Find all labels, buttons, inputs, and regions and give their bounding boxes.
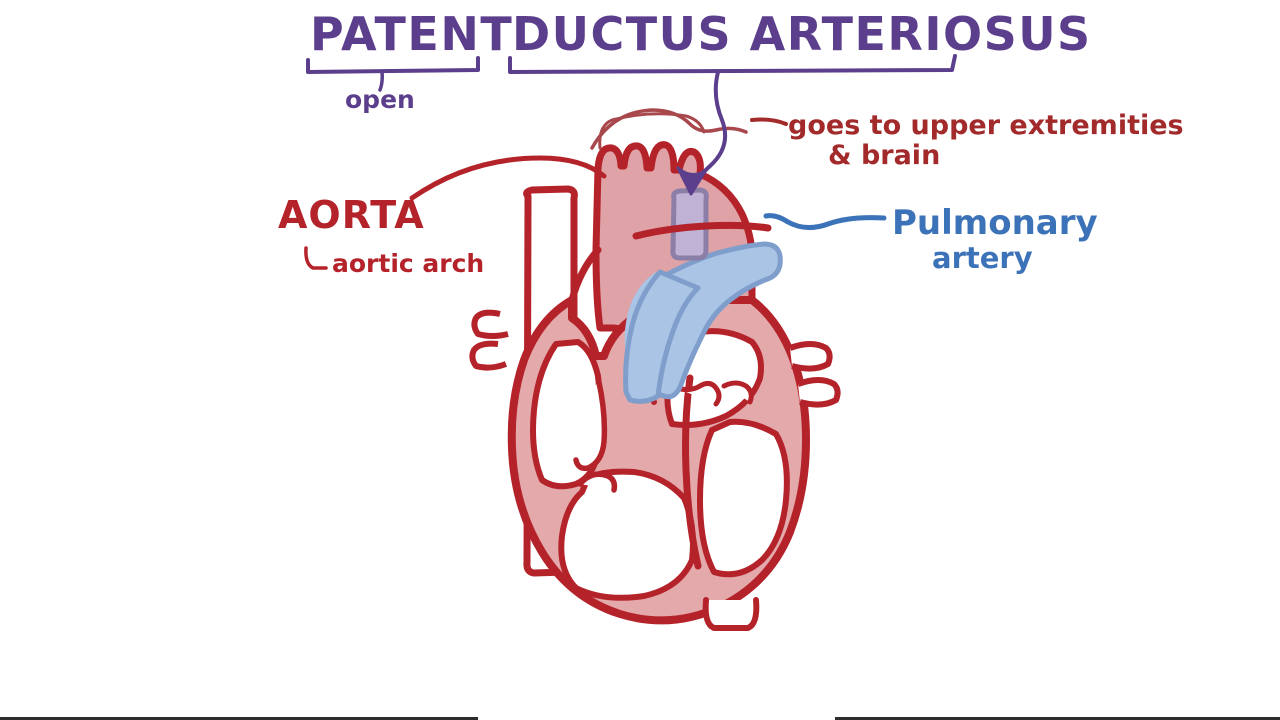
aorta-sub-bracket	[304, 246, 328, 270]
pulmonary-label-line-2: artery	[932, 241, 1033, 275]
ductus-underline-bracket	[508, 54, 957, 74]
destination-leader-line	[750, 117, 788, 126]
arch-branches-bracket	[598, 112, 706, 150]
tricuspid-valve-leaflet-2	[721, 380, 754, 405]
aorta-leader-line	[409, 155, 607, 201]
title-group: PATENT DUCTUS ARTERIOSUS open	[306, 7, 1092, 196]
tricuspid-valve-leaflet	[673, 380, 722, 407]
destination-note-line-2: & brain	[828, 140, 940, 171]
pulmonary-leader-line	[763, 213, 887, 230]
pulmonary-artery-descending-limb	[623, 269, 701, 404]
left-ventricle-chamber	[558, 468, 696, 601]
ductus-arrowhead-icon	[676, 166, 708, 196]
patent-bracket-tick	[378, 70, 384, 92]
left-vein-stubs	[469, 309, 509, 371]
pulmonary-veins	[788, 341, 841, 408]
aorta-label-group: AORTA aortic arch	[278, 155, 607, 278]
title-word-ductus-arteriosus: DUCTUS ARTERIOSUS	[512, 7, 1092, 61]
heart-anatomy-group	[469, 108, 841, 631]
progress-bar-right[interactable]	[835, 717, 1280, 720]
aorta-front-edge	[632, 221, 772, 240]
title-word-patent: PATENT	[310, 7, 513, 61]
mitral-valve-leaflet-2	[577, 471, 618, 493]
inferior-vena-cava	[702, 597, 760, 631]
interventricular-septum	[682, 374, 702, 570]
destination-note-group: goes to upper extremities & brain	[750, 110, 1184, 171]
mitral-valve-leaflet	[573, 375, 608, 472]
destination-note-line-1: goes to upper extremities	[788, 110, 1184, 141]
title-sub-label-open: open	[345, 85, 415, 114]
descending-aorta	[568, 246, 602, 304]
pulmonary-label-line-1: Pulmonary	[892, 203, 1098, 243]
pulmonary-trunk	[624, 272, 664, 390]
progress-bar-left[interactable]	[0, 717, 478, 720]
patent-underline-bracket	[306, 56, 480, 74]
pulmonary-label-group: Pulmonary artery	[763, 203, 1098, 275]
aortic-arch-sub-label: aortic arch	[332, 249, 484, 278]
right-ventricle-chamber	[697, 418, 790, 578]
aorta-label: AORTA	[278, 193, 425, 237]
